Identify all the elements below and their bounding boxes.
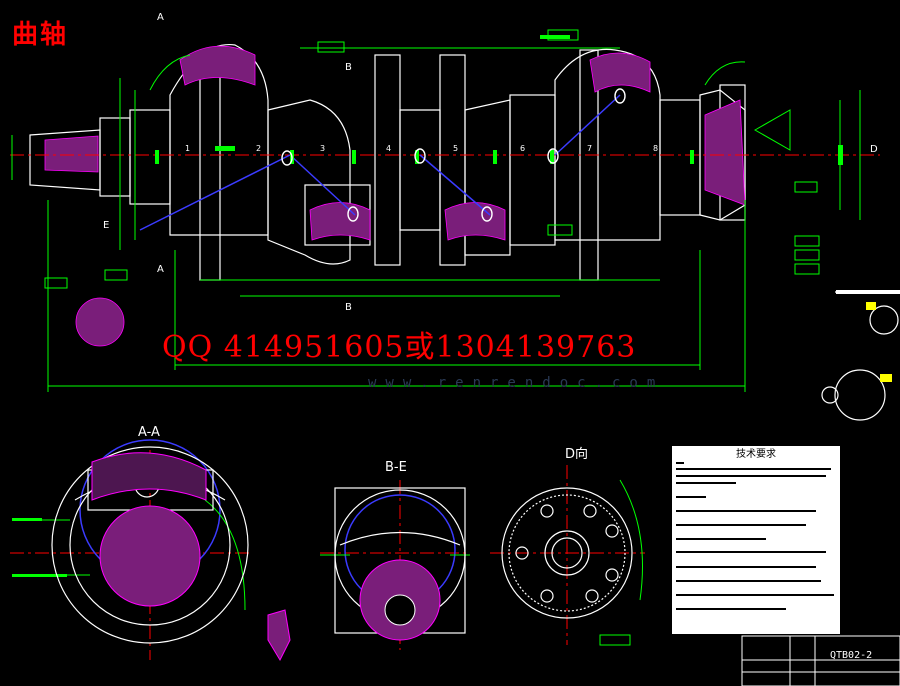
title-block — [741, 635, 900, 686]
section-a-a-web-hatch — [91, 452, 207, 501]
req-line — [676, 566, 816, 568]
journal-number-1: 1 — [185, 144, 191, 153]
section-hatching — [44, 45, 746, 347]
right-details — [821, 291, 900, 421]
detail-hatch — [267, 609, 291, 662]
cut-marker-b-top: B — [345, 62, 352, 73]
req-line — [676, 608, 786, 610]
dimension-lines — [11, 47, 861, 611]
marker-yellow-1 — [866, 302, 876, 310]
technical-requirements-panel: 技术要求 — [672, 446, 840, 634]
req-line — [676, 594, 834, 596]
drawing-title: 曲轴 — [12, 20, 69, 50]
journal-number-5: 5 — [453, 144, 459, 153]
contact-text: QQ 414951605或1304139763 — [162, 330, 637, 365]
req-line — [676, 496, 706, 498]
journal-number-3: 3 — [320, 144, 326, 153]
watermark-text: www.renrendoc.com — [368, 375, 665, 391]
req-line — [676, 551, 826, 553]
req-line — [676, 475, 826, 477]
journal-number-6: 6 — [520, 144, 526, 153]
journal-number-8: 8 — [653, 144, 659, 153]
section-label-d-view: D向 — [565, 447, 589, 462]
req-line — [676, 524, 806, 526]
section-a-a-hatch — [99, 505, 201, 607]
cut-marker-e: E — [103, 220, 110, 231]
cut-marker-a-bottom: A — [157, 264, 164, 275]
journal-number-7: 7 — [587, 144, 593, 153]
req-line — [676, 482, 736, 484]
req-line — [676, 462, 684, 464]
cut-marker-a-top: A — [157, 12, 164, 23]
d-view-flange — [501, 487, 633, 619]
right-divider — [836, 290, 900, 294]
technical-requirements-title: 技术要求 — [736, 449, 776, 460]
cut-marker-d: D — [870, 144, 878, 155]
journal-number-2: 2 — [256, 144, 262, 153]
req-line — [676, 580, 821, 582]
req-line — [676, 538, 766, 540]
section-b-e-hole — [384, 594, 416, 626]
marker-yellow-2 — [880, 374, 892, 382]
req-line — [676, 510, 816, 512]
oil-holes — [281, 88, 626, 222]
req-line — [676, 468, 831, 470]
journal-number-4: 4 — [386, 144, 392, 153]
section-label-b-e: B-E — [385, 460, 407, 475]
tolerance-frames — [44, 29, 820, 646]
section-label-a-a: A-A — [138, 425, 160, 440]
cut-marker-b-bottom: B — [345, 302, 352, 313]
drawing-code: QTB02-2 — [830, 650, 873, 661]
